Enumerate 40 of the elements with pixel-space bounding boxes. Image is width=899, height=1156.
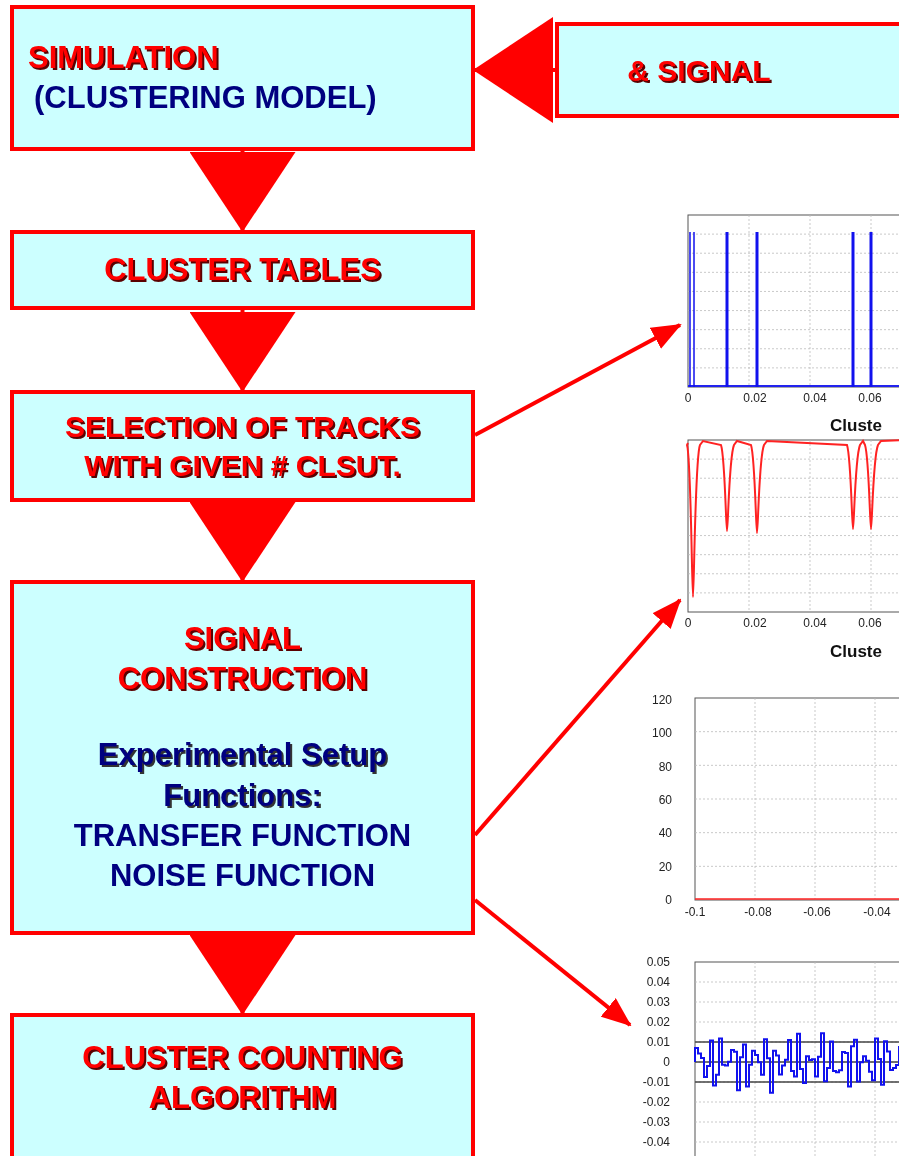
box-heading: CLUSTER COUNTING ALGORITHM — [81, 1038, 404, 1117]
tick-label: 0.02 — [646, 1016, 670, 1028]
process-box — [555, 22, 899, 118]
tick-label: 120 — [651, 694, 672, 706]
tick-label: 0.01 — [646, 1036, 670, 1048]
axis-title: Cluste — [830, 417, 882, 434]
process-box — [10, 580, 475, 935]
tick-label: 0 — [684, 392, 692, 404]
box-heading: SIMULATION — [28, 38, 219, 77]
tick-label: 80 — [658, 761, 672, 773]
triangle-arrow — [189, 935, 296, 1015]
process-box — [10, 390, 475, 502]
box-text: Experimental Setup Functions: — [96, 736, 389, 815]
box-heading: SELECTION OF TRACKS WITH GIVEN # CLSUT. — [64, 409, 421, 484]
triangle-arrow — [189, 502, 296, 582]
tick-label: 0.03 — [646, 996, 670, 1008]
triangle-arrow — [189, 151, 296, 232]
tick-label: -0.04 — [642, 1136, 670, 1148]
box-heading: & SIGNAL — [627, 52, 771, 89]
axis-title: Cluste — [830, 643, 882, 660]
box-heading: SIGNAL CONSTRUCTION — [116, 619, 369, 698]
tick-label: 0 — [663, 1056, 670, 1068]
box-text: TRANSFER FUNCTION NOISE FUNCTION — [72, 816, 413, 896]
triangle-arrow — [189, 310, 296, 392]
process-box — [10, 5, 475, 151]
tick-label: 0.04 — [646, 976, 670, 988]
process-box — [10, 1013, 475, 1156]
arrow — [474, 323, 682, 437]
tick-label: 20 — [658, 861, 672, 873]
box-heading: CLUSTER TABLES — [104, 250, 381, 289]
tick-label: 0 — [684, 617, 692, 629]
tick-label: -0.02 — [642, 1096, 670, 1108]
process-box — [10, 230, 475, 310]
tick-label: -0.01 — [642, 1076, 670, 1088]
box-text: (CLUSTERING MODEL) — [34, 79, 377, 117]
tick-label: 60 — [658, 794, 672, 806]
tick-label: 40 — [658, 827, 672, 839]
tick-label: 0 — [665, 894, 672, 906]
tick-label: -0.03 — [642, 1116, 670, 1128]
tick-label: 100 — [651, 727, 672, 739]
